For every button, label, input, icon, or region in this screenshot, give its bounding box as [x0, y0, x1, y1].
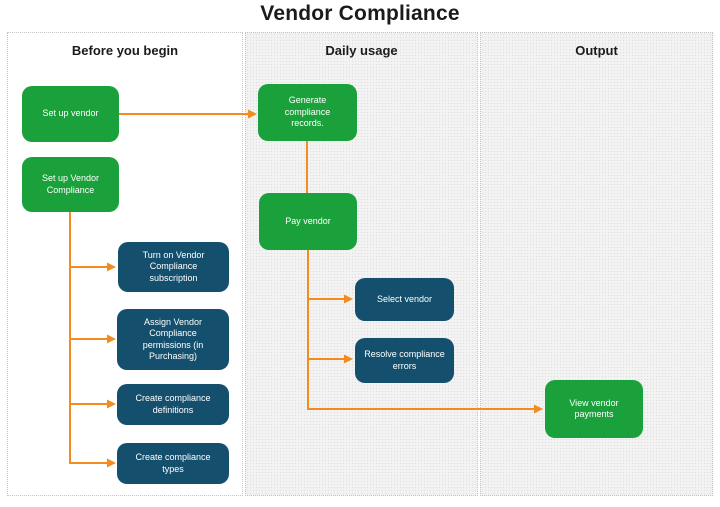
node-resolve-compliance-errors[interactable]: Resolve compliance errors [355, 338, 454, 383]
node-create-compliance-types[interactable]: Create compliance types [117, 443, 229, 484]
node-select-vendor[interactable]: Select vendor [355, 278, 454, 321]
node-view-vendor-payments[interactable]: View vendor payments [545, 380, 643, 438]
node-set-up-vendor[interactable]: Set up vendor [22, 86, 119, 142]
node-assign-vendor-compliance-permissions[interactable]: Assign Vendor Compliance permissions (in… [117, 309, 229, 370]
node-generate-compliance-records[interactable]: Generate compliance records. [258, 84, 357, 141]
node-set-up-vendor-compliance[interactable]: Set up Vendor Compliance [22, 157, 119, 212]
column-header-before-you-begin: Before you begin [71, 43, 179, 58]
column-header-daily-usage: Daily usage [325, 43, 398, 58]
node-pay-vendor[interactable]: Pay vendor [259, 193, 357, 250]
column-header-output: Output [575, 43, 618, 58]
page-title: Vendor Compliance [260, 2, 460, 25]
node-create-compliance-definitions[interactable]: Create compliance definitions [117, 384, 229, 425]
node-turn-on-vendor-compliance-subscription[interactable]: Turn on Vendor Compliance subscription [118, 242, 229, 292]
